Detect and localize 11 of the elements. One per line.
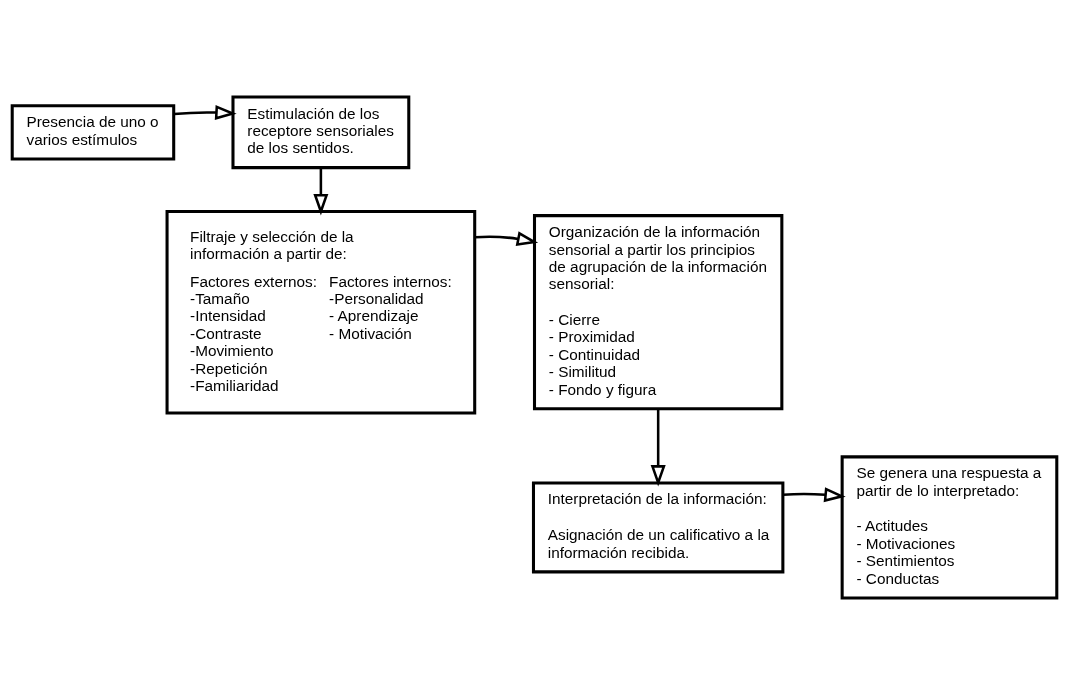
node-box: Estimulación de los receptore sensoriales de los sentidos. bbox=[231, 95, 411, 169]
arrow bbox=[313, 167, 329, 215]
arrow bbox=[474, 230, 539, 246]
node-box: Se genera una respuesta a partir de lo interpretado: - Actitudes - Motivaciones - Sentimientos - Conductas bbox=[840, 454, 1059, 599]
node-box: Interpretación de la información: Asignación de un calificativo a la información recibida. bbox=[531, 480, 785, 573]
arrow bbox=[650, 408, 666, 487]
node-box: Filtraje y selección de la información a partir de: Factores externos: -Tamaño -Intensidad -Contraste -Movimiento -Repetición -Familiaridad Factores internos: -Personalidad - Aprendizaje - Motivación bbox=[165, 209, 477, 414]
arrow bbox=[173, 104, 237, 120]
node-box: Presencia de uno o varios estímulos bbox=[10, 103, 176, 160]
arrow bbox=[782, 486, 846, 502]
node-box: Organización de la información sensorial a partir los principios de agrupación de la información sensorial: - Cierre - Proximidad - Continuidad - Similitud - Fondo y figura bbox=[532, 213, 784, 410]
